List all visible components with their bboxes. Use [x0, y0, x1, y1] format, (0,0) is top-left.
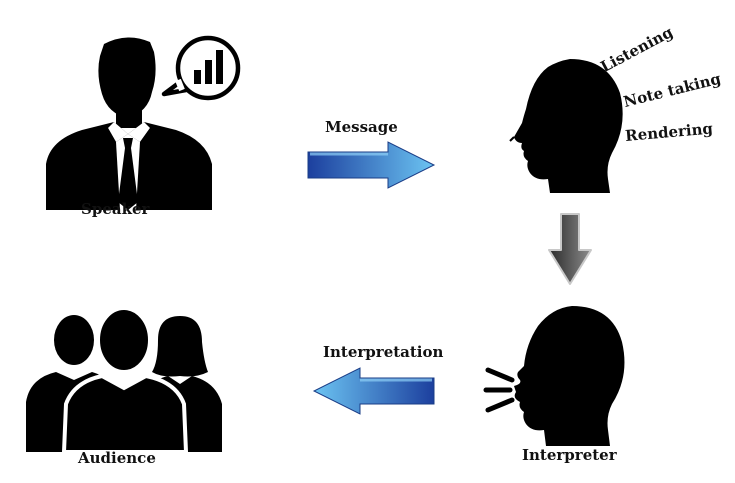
left-arrow-icon	[312, 367, 435, 415]
audience-label: Audience	[78, 449, 156, 467]
speaking-head-profile-icon	[483, 306, 625, 446]
bar-chart-speech-bubble-icon	[161, 35, 241, 101]
speaker-icon	[46, 35, 241, 210]
interpreter-label: Interpreter	[522, 446, 617, 464]
head-profile-icon	[509, 59, 623, 193]
interpretation-label: Interpretation	[323, 343, 444, 361]
message-label: Message	[325, 118, 398, 136]
note-taking-label: Note taking	[621, 69, 723, 111]
person-center	[61, 306, 189, 452]
down-arrow-icon	[548, 213, 592, 285]
audience-icon	[26, 306, 222, 452]
right-arrow-icon	[307, 141, 436, 189]
rendering-label: Rendering	[624, 119, 714, 145]
sound-lines	[483, 367, 515, 413]
listening-label: Listening	[597, 22, 676, 76]
speaker-label: Speaker	[81, 200, 150, 218]
